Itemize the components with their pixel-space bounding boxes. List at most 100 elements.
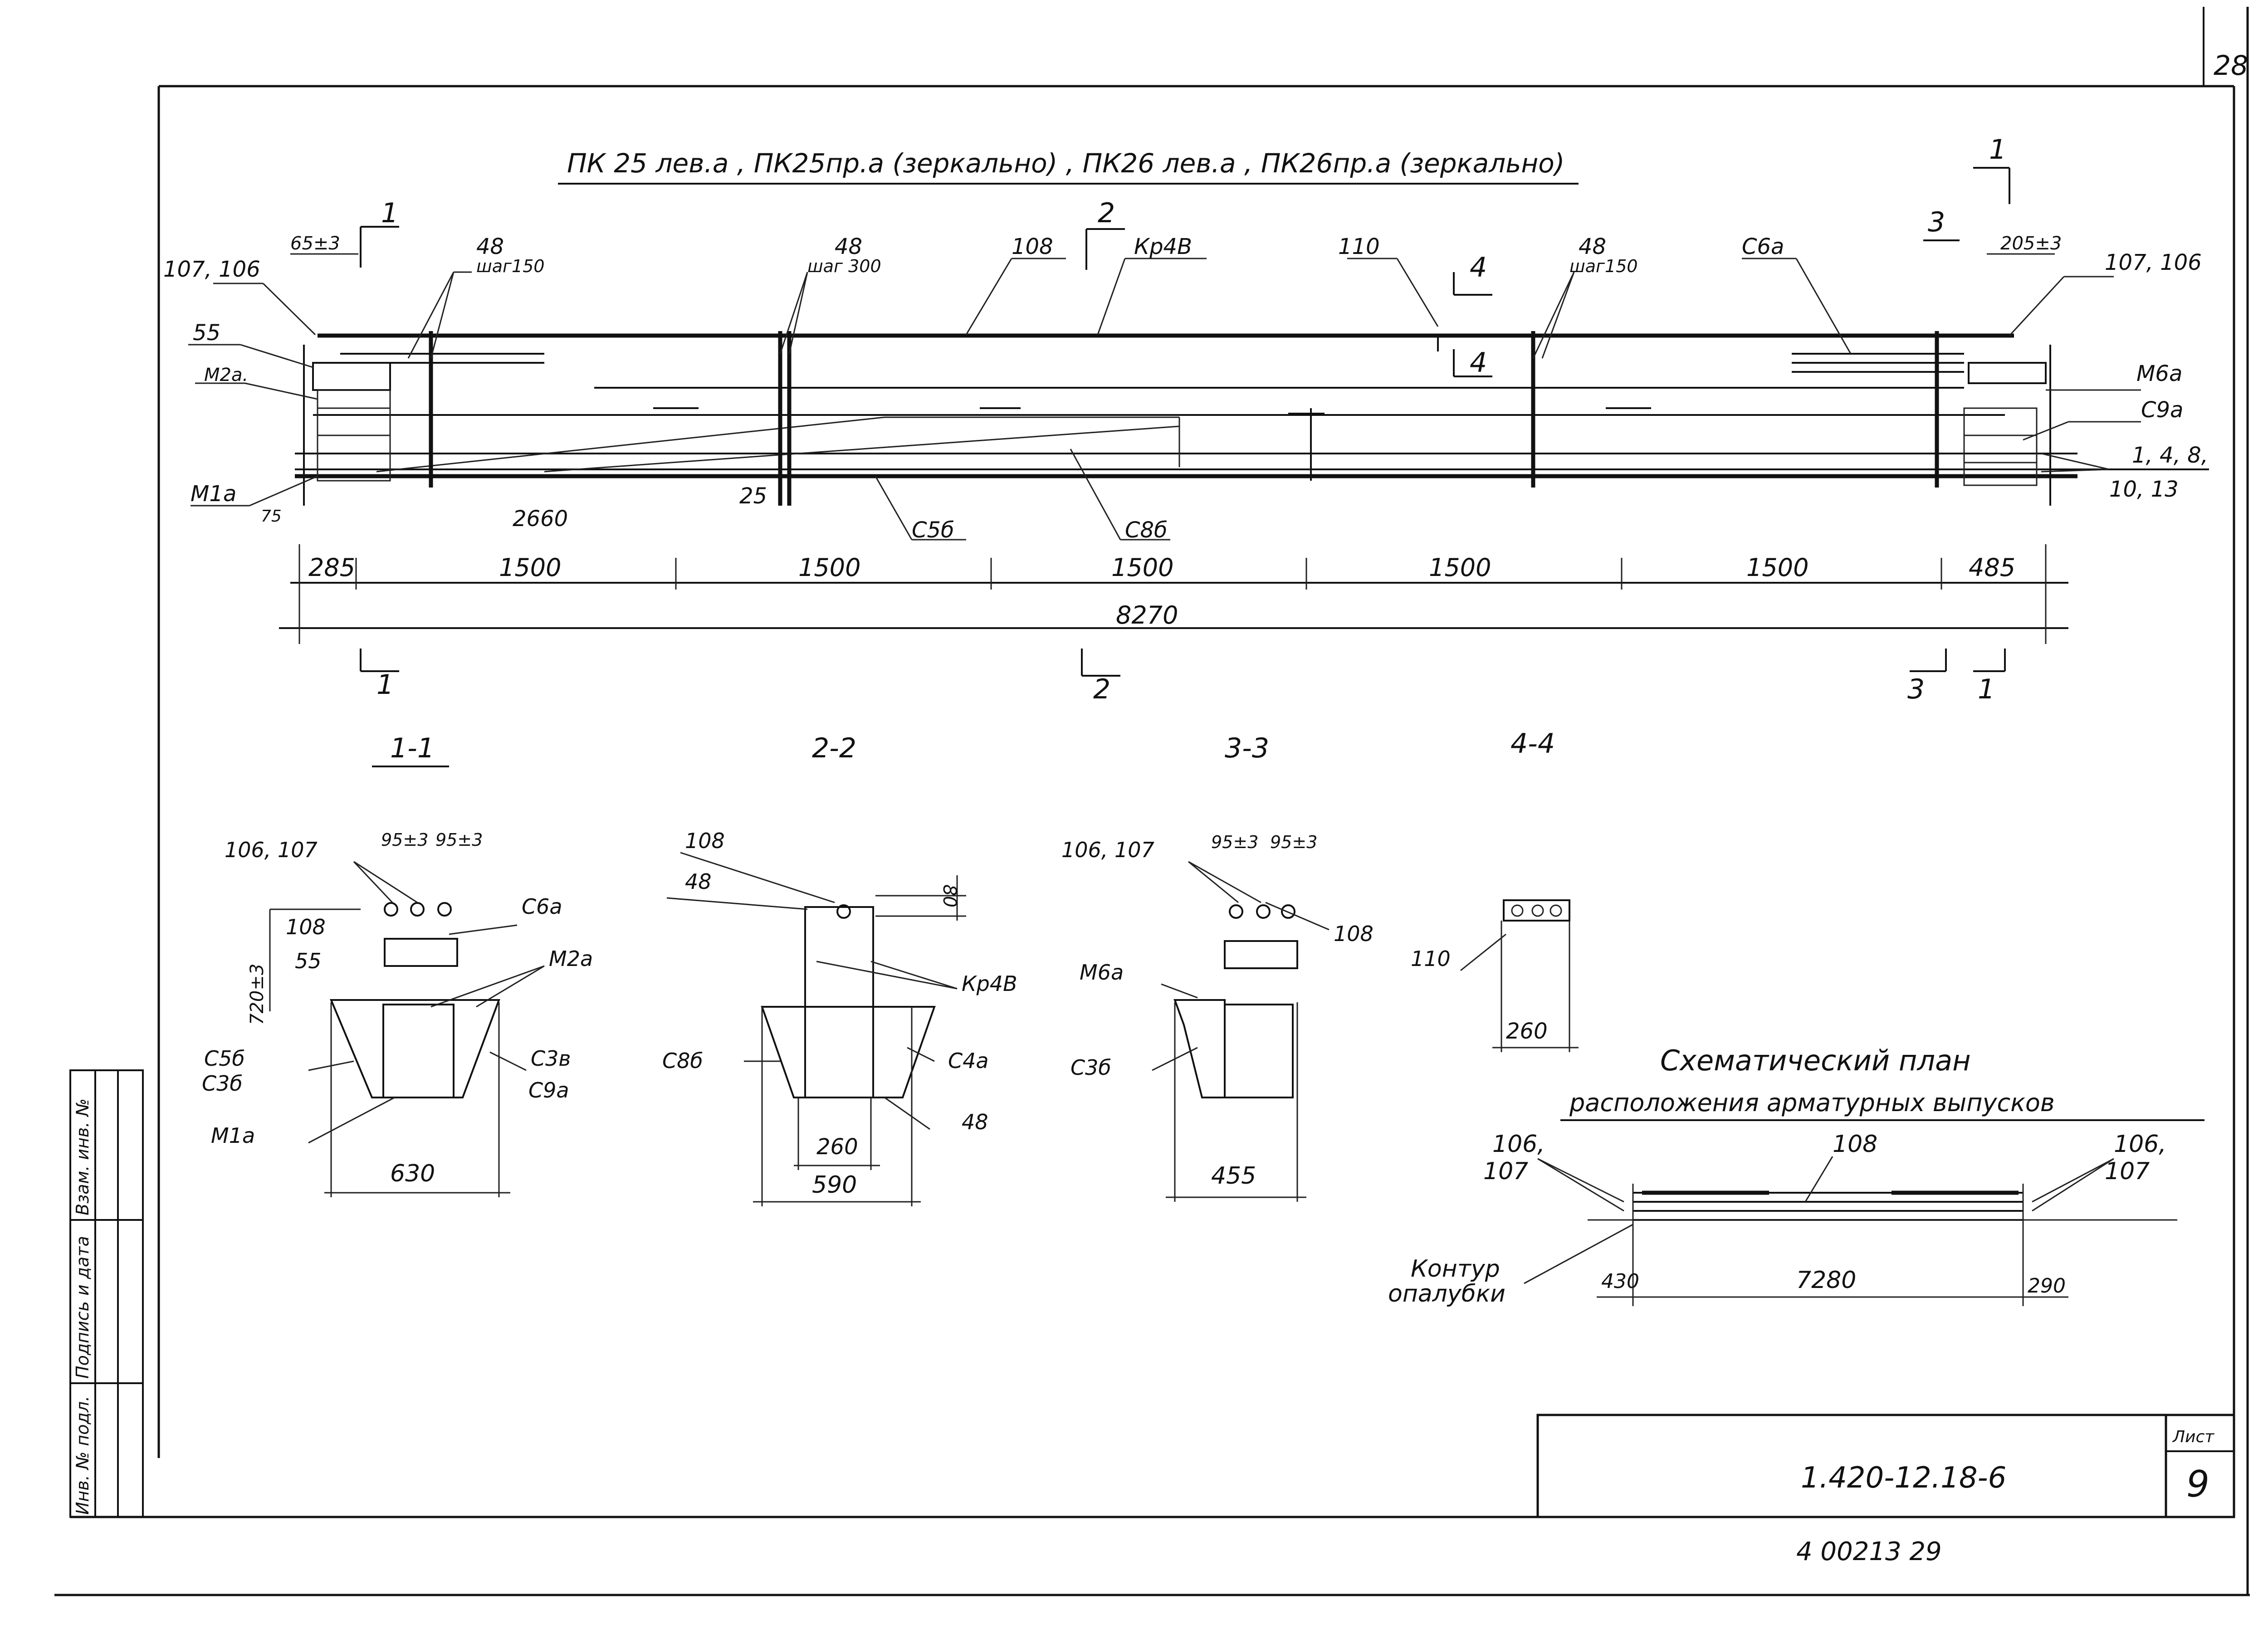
label-c8b: С8б: [1125, 517, 1168, 543]
label-48-c: 48: [1579, 234, 1606, 259]
s22-label-48: 48: [685, 869, 712, 894]
section-mark-1-bottom-right: 1: [1978, 673, 1995, 705]
dim-1500-d: 1500: [1429, 553, 1491, 582]
plan-right-b: 107: [2105, 1158, 2150, 1185]
plan-dim-430: 430: [1601, 1270, 1639, 1293]
s11-label-106-107: 106, 107: [225, 838, 318, 862]
label-m1a: М1а: [191, 481, 236, 507]
label-m2a: М2а.: [204, 365, 248, 385]
label-65: 65±3: [290, 233, 340, 254]
section-mark-1-top-right: 1: [1989, 134, 2006, 166]
side-stamp: Инв. № подл. Подпись и дата Взам. инв. №: [69, 1069, 144, 1518]
s11-width: 630: [390, 1160, 435, 1187]
s11-label-c6a: С6а: [522, 894, 562, 919]
elevation-labels: 107, 106 55 М2а. М1а 75 65±3 48 шаг150 4…: [163, 233, 2208, 543]
section-titles: 1-1 2-2 3-3 4-4: [372, 728, 1555, 767]
label-55: 55: [193, 320, 220, 346]
dim-1500-e: 1500: [1746, 553, 1809, 582]
section-2-2: 108 48 80 Кр4В С8б С4а 48 260 590: [662, 829, 1017, 1206]
dim-1500-c: 1500: [1111, 553, 1173, 582]
section-mark-2-top: 2: [1098, 197, 1115, 229]
s33-label-95-a: 95±3: [1211, 832, 1258, 852]
dim-1500-b: 1500: [798, 553, 860, 582]
s44-label-110: 110: [1411, 946, 1451, 971]
footer-note: 4 00213 29: [1796, 1537, 1942, 1566]
s11-label-c5b: С5б: [204, 1046, 245, 1071]
label-rebar-a: 1, 4, 8,: [2132, 443, 2208, 468]
side-stamp-col3: Взам. инв. №: [73, 1098, 93, 1215]
label-c9a: С9а: [2141, 397, 2183, 423]
s11-label-c3v: С3в: [531, 1046, 571, 1071]
s44-width: 260: [1506, 1019, 1548, 1044]
beam-elevation: [188, 253, 2209, 541]
s33-label-106-107: 106, 107: [1061, 838, 1154, 862]
label-110: 110: [1338, 234, 1380, 259]
stamp-sheet-label: Лист: [2172, 1428, 2214, 1446]
s11-label-720: 720±3: [247, 964, 268, 1025]
label-rebar-b: 10, 13: [2109, 477, 2179, 502]
s22-label-108: 108: [685, 829, 725, 853]
side-stamp-col1: Инв. № подл.: [73, 1396, 93, 1515]
section-mark-4-bottom: 4: [1470, 347, 1487, 379]
s22-label-48-b: 48: [962, 1110, 988, 1134]
stamp-sheet-number: 9: [2186, 1463, 2209, 1505]
drawing-title: ПК 25 лев.а , ПК25пр.а (зеркально) , ПК2…: [567, 148, 1564, 179]
s11-label-95-a: 95±3: [381, 830, 428, 850]
s33-label-c3b: С3б: [1070, 1055, 1111, 1080]
s22-label-c8b: С8б: [662, 1049, 703, 1073]
dim-485: 485: [1969, 553, 2015, 582]
dimension-chain: 285 1500 1500 1500 1500 1500 485 8270: [279, 544, 2068, 644]
label-107-106-left: 107, 106: [163, 257, 260, 282]
s11-label-108: 108: [286, 915, 326, 939]
label-48-a: 48: [476, 234, 504, 259]
plan-center-108: 108: [1833, 1131, 1877, 1158]
section-marks: 1 2 4 4 3 1 1 2 3 1: [360, 134, 2010, 705]
section-title-4-4: 4-4: [1510, 728, 1555, 760]
section-3-3: 106, 107 95±3 95±3 108 М6а С3б 455: [1061, 832, 1374, 1202]
plan-left-b: 107: [1483, 1158, 1528, 1185]
dim-total-8270: 8270: [1116, 601, 1178, 629]
plan-title-line1: Схематический план: [1660, 1044, 1971, 1077]
s11-label-c3b: С3б: [202, 1071, 243, 1096]
plan-contour-a: Контур: [1411, 1255, 1500, 1283]
section-mark-1-bottom: 1: [376, 669, 394, 701]
label-48-b: 48: [835, 234, 862, 259]
s33-width: 455: [1211, 1162, 1256, 1190]
label-c5b: С5б: [912, 517, 954, 543]
label-205: 205±3: [2000, 233, 2062, 254]
section-title-2-2: 2-2: [812, 732, 856, 764]
plan-dim-290: 290: [2028, 1274, 2066, 1297]
s11-label-m2a: М2а: [549, 946, 593, 971]
outer-frame: [54, 7, 2250, 1596]
s33-label-95-b: 95±3: [1270, 832, 1317, 852]
label-107-106-right: 107, 106: [2105, 250, 2202, 275]
plan-contour-b: опалубки: [1388, 1280, 1505, 1307]
label-m6a: М6а: [2136, 361, 2182, 386]
dim-1500-a: 1500: [499, 553, 561, 582]
plan-title-line2: расположения арматурных выпусков: [1569, 1088, 2055, 1117]
label-step300: шаг 300: [807, 256, 881, 276]
stamp-code: 1.420-12.18-6: [1801, 1461, 2006, 1495]
label-75: 75: [261, 507, 282, 526]
section-1-1: 106, 107 95±3 95±3 108 С6а 55 М2а 720±3 …: [202, 830, 593, 1197]
section-mark-3-top: 3: [1928, 206, 1945, 238]
s22-label-c4a: С4а: [948, 1049, 989, 1073]
section-mark-1-top: 1: [381, 197, 398, 229]
s22-label-kr4v: Кр4В: [962, 971, 1017, 996]
plan-right-a: 106,: [2114, 1131, 2166, 1158]
side-stamp-col2: Подпись и дата: [73, 1236, 93, 1379]
s11-label-m1a: М1а: [211, 1123, 255, 1148]
s22-width: 590: [812, 1171, 857, 1199]
label-108: 108: [1012, 234, 1053, 259]
section-mark-4-top: 4: [1470, 252, 1487, 283]
label-kr4v: Кр4В: [1134, 234, 1192, 259]
label-c6a: С6а: [1742, 234, 1784, 259]
s11-label-95-b: 95±3: [435, 830, 483, 850]
plan-left-a: 106,: [1492, 1131, 1545, 1158]
section-title-3-3: 3-3: [1225, 732, 1269, 764]
section-4-4: 110 260: [1411, 899, 1579, 1052]
label-25: 25: [739, 483, 767, 509]
plan-dim-7280: 7280: [1796, 1267, 1856, 1294]
section-mark-2-bottom: 2: [1093, 673, 1110, 705]
label-2660: 2660: [513, 506, 568, 532]
